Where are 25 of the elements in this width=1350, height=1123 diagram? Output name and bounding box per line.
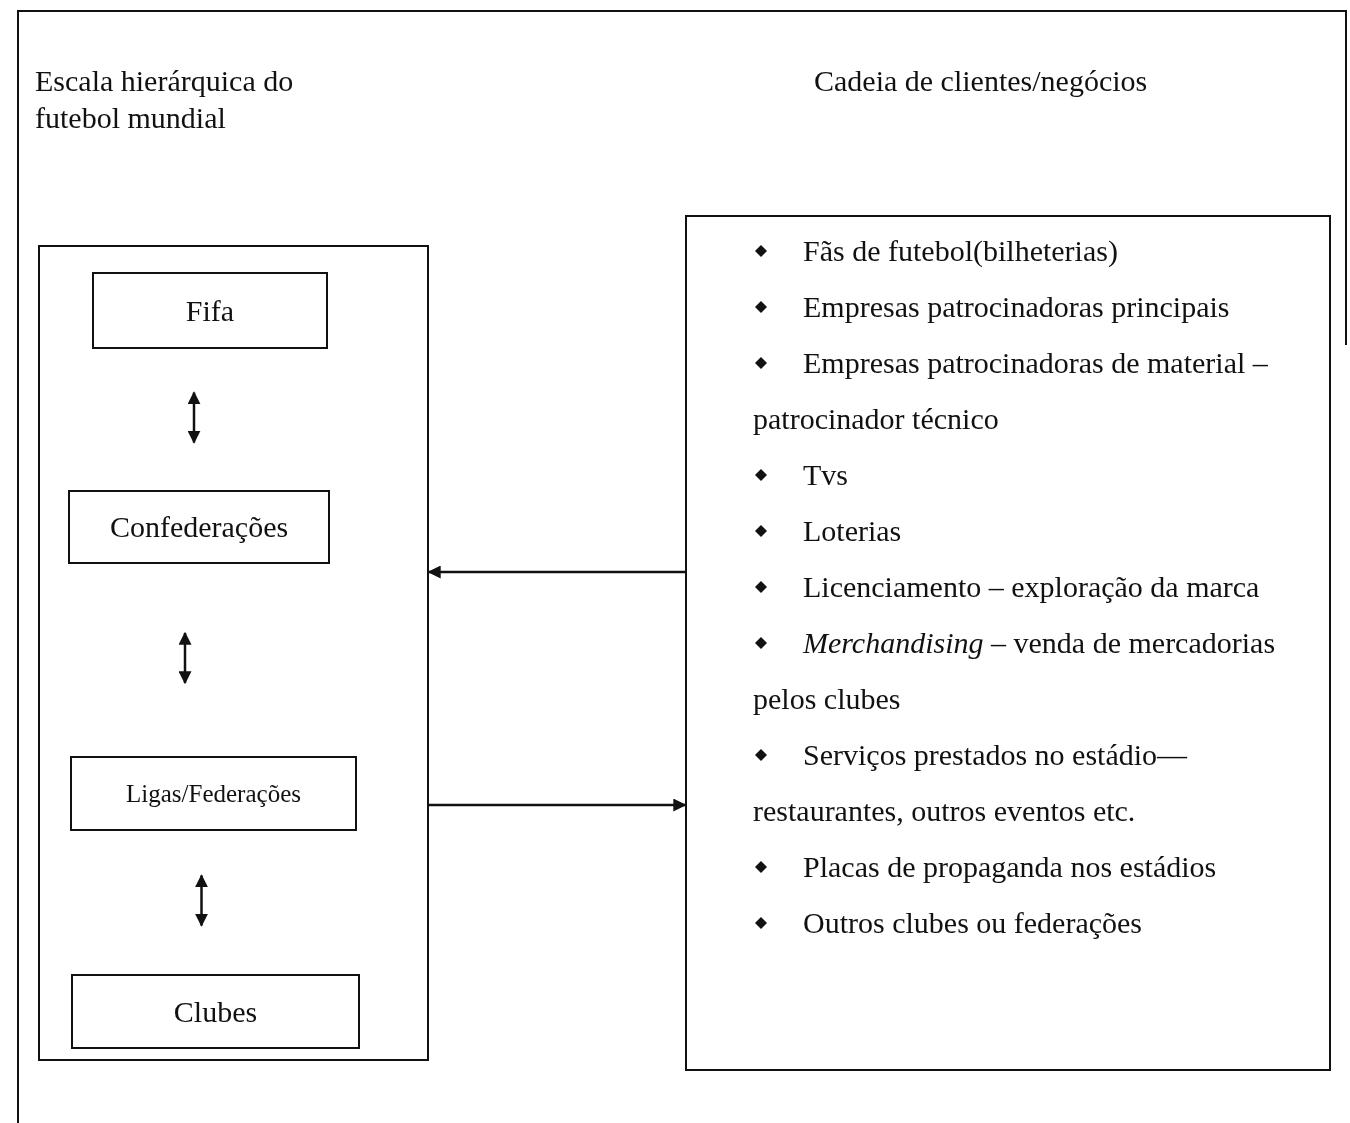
process-box <box>70 756 357 831</box>
list-item: Tvs <box>753 447 1313 503</box>
arrow <box>427 565 685 579</box>
box-label: Confederações <box>108 509 290 545</box>
process-box <box>68 490 330 564</box>
list-item: Loterias <box>753 503 1313 559</box>
box-label: Ligas/Federações <box>125 778 302 809</box>
panel-heading: Cadeia de clientes/negócios <box>814 63 1149 99</box>
list-item: Licenciamento – exploração da marca <box>753 559 1313 615</box>
list-item: Empresas patrocinadoras de material – patrocinador técnico <box>753 345 1269 437</box>
arrow <box>178 631 192 685</box>
list-item: Merchandising – venda de mercadorias pelos clubes <box>753 625 1277 717</box>
list-item: Fãs de futebol(bilheterias) <box>753 223 1313 279</box>
list-item: Placas de propaganda nos estádios <box>753 839 1313 895</box>
panel-heading: Escala hierárquica do futebol mundial <box>35 63 295 136</box>
arrow <box>195 874 208 927</box>
list-item: Empresas patrocinadoras principais <box>753 279 1313 335</box>
box-label: Clubes <box>172 993 259 1030</box>
list-item: Serviços prestados no estádio— restaurantes, outros eventos etc. <box>753 737 1189 829</box>
arrow <box>429 798 687 812</box>
process-box <box>92 272 328 349</box>
box-label: Fifa <box>184 292 236 329</box>
process-box <box>71 974 360 1049</box>
list-item: Outros clubes ou federações <box>753 895 1313 951</box>
arrow <box>187 391 201 444</box>
